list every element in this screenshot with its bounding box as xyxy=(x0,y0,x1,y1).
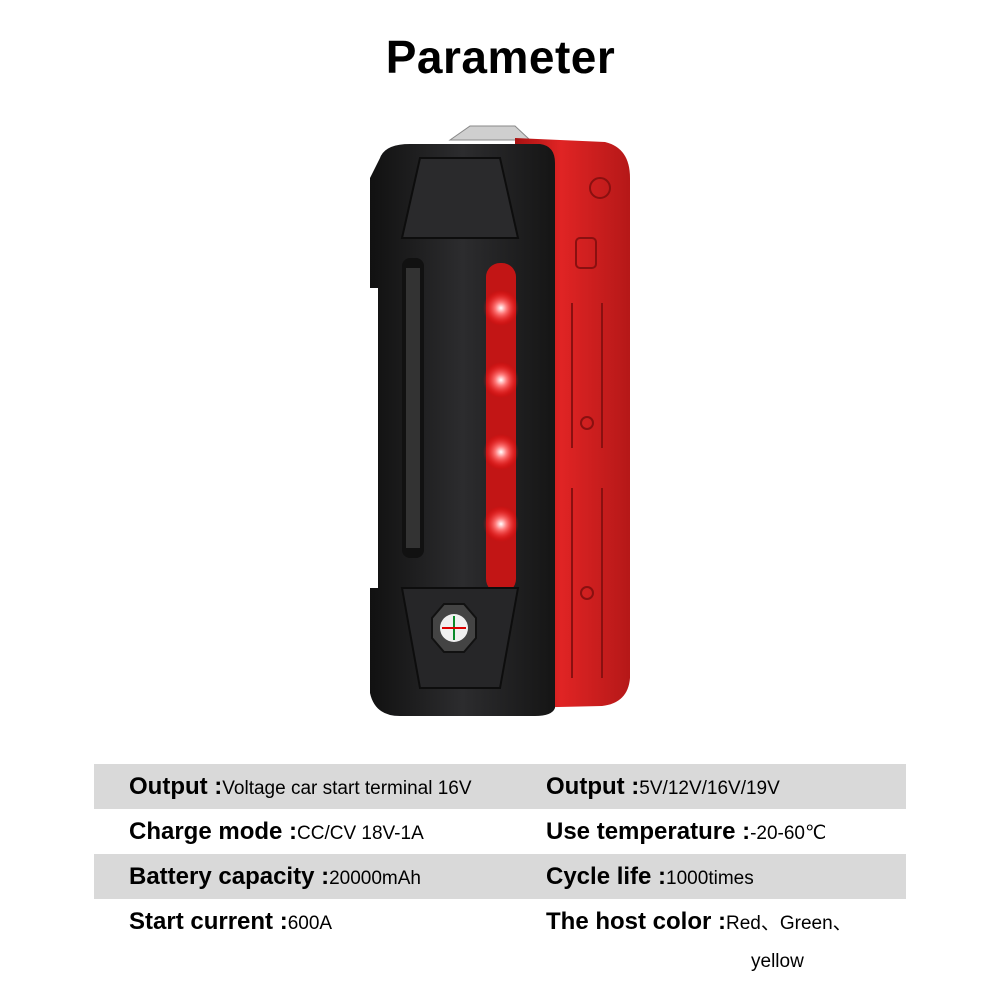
spec-value: 1000times xyxy=(666,868,754,889)
spec-output-terminal: Output :Voltage car start terminal 16V xyxy=(129,764,472,809)
spec-label: Charge mode : xyxy=(129,818,298,845)
spec-charge-mode: Charge mode :CC/CV 18V-1A xyxy=(129,809,424,854)
spec-row-4: Start current :600A The host color :Red、… xyxy=(94,899,906,972)
spec-label: Battery capacity : xyxy=(129,863,330,890)
spec-value: 600A xyxy=(287,913,333,934)
spec-cycle-life: Cycle life :1000times xyxy=(546,854,754,899)
spec-value: Red、Green、 xyxy=(726,913,852,934)
spec-label: Use temperature : xyxy=(546,818,751,845)
spec-start-current: Start current :600A xyxy=(129,899,332,944)
spec-row-3: Battery capacity :20000mAh Cycle life :1… xyxy=(94,854,906,899)
spec-row-2: Charge mode :CC/CV 18V-1A Use temperatur… xyxy=(94,809,906,854)
spec-label: The host color : xyxy=(546,908,726,935)
spec-label: Cycle life : xyxy=(546,863,667,890)
spec-use-temperature: Use temperature :-20-60℃ xyxy=(546,809,826,854)
spec-label: Start current : xyxy=(129,908,288,935)
spec-battery-capacity: Battery capacity :20000mAh xyxy=(129,854,421,899)
spec-value: 20000mAh xyxy=(329,868,421,889)
spec-value-continuation: yellow xyxy=(751,951,804,972)
page-title: Parameter xyxy=(385,31,616,83)
spec-value: Voltage car start terminal 16V xyxy=(222,778,472,799)
spec-host-color: The host color :Red、Green、 yellow xyxy=(546,899,852,972)
spec-output-voltages: Output :5V/12V/16V/19V xyxy=(546,764,780,809)
spec-value: -20-60℃ xyxy=(750,823,827,844)
jump-starter-product-image xyxy=(370,125,630,716)
spec-value: 5V/12V/16V/19V xyxy=(639,778,780,799)
spec-label: Output : xyxy=(546,773,640,800)
spec-value: CC/CV 18V-1A xyxy=(297,823,424,844)
spec-row-1: Output :Voltage car start terminal 16V O… xyxy=(94,764,906,809)
spec-label: Output : xyxy=(129,773,223,800)
spec-table: Output :Voltage car start terminal 16V O… xyxy=(94,764,906,972)
